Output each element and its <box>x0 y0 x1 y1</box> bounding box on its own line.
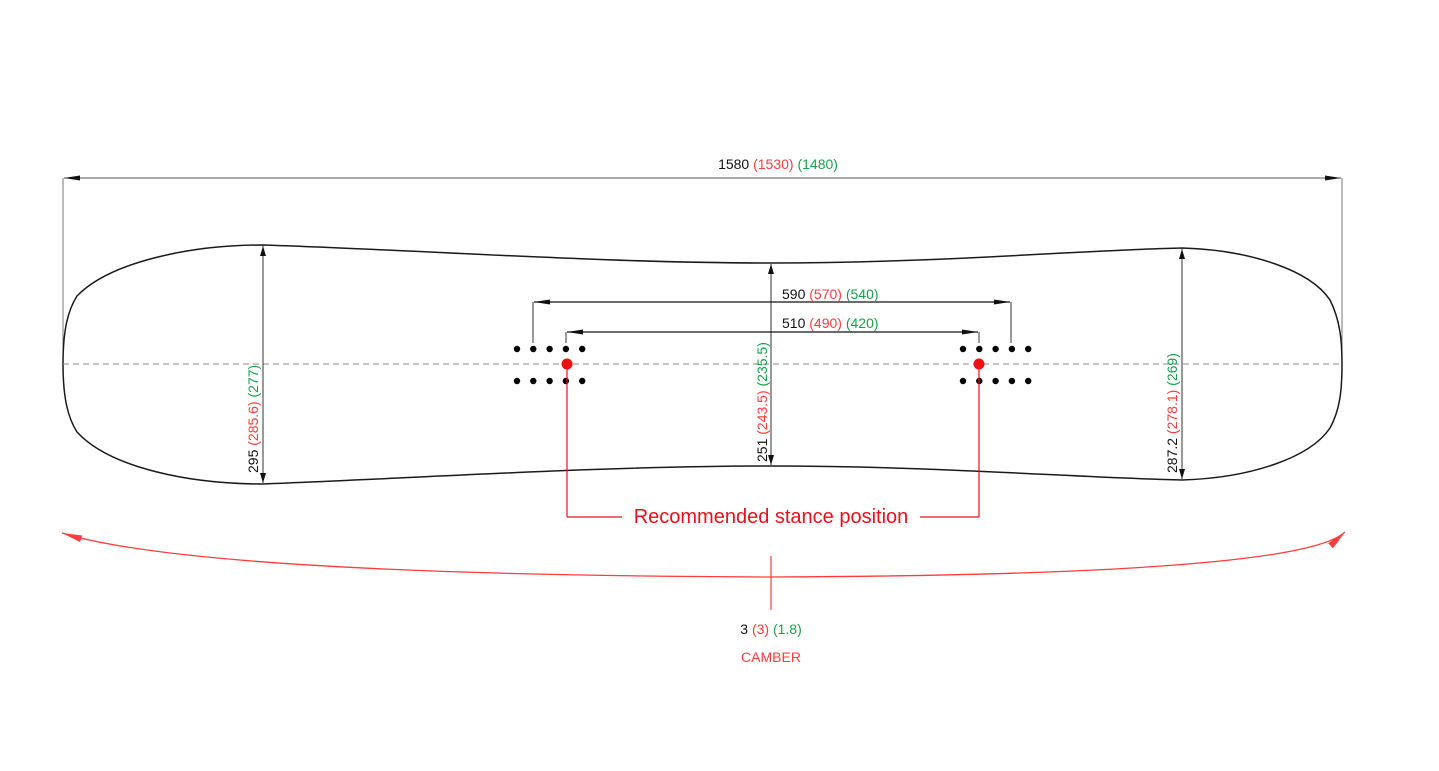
insert-pack-rear <box>959 345 1032 385</box>
stance-inner-secondary: (490) <box>809 315 842 331</box>
insert-hole <box>959 377 967 385</box>
camber-primary: 3 <box>740 621 748 637</box>
insert-hole <box>562 377 570 385</box>
insert-hole <box>1008 377 1016 385</box>
waist-width-dimension: 251 (243.5) (235.5) <box>754 264 774 465</box>
nose-width-dimension: 295 (285.6) (277) <box>245 246 266 483</box>
waist-width-label: 251 (243.5) (235.5) <box>754 342 770 462</box>
insert-hole <box>992 345 999 353</box>
insert-hole <box>530 377 537 385</box>
insert-hole <box>976 345 983 353</box>
stance-inner-primary: 510 <box>782 315 806 331</box>
stance-inner-label: 510 (490) (420) <box>782 315 879 331</box>
insert-hole <box>579 345 586 353</box>
tail-width-dimension: 287.2 (278.1) (269) <box>1164 249 1185 479</box>
stance-inner-tertiary: (420) <box>846 315 879 331</box>
insert-pack-front <box>513 345 586 385</box>
stance-inner-dimension: 510 (490) (420) <box>565 315 980 343</box>
insert-hole <box>546 377 553 385</box>
nose-width-label: 295 (285.6) (277) <box>245 365 261 473</box>
waist-width-tertiary: (235.5) <box>754 342 770 386</box>
nose-width-secondary: (285.6) <box>245 401 261 445</box>
insert-hole <box>562 345 570 353</box>
tail-width-tertiary: (269) <box>1164 353 1180 386</box>
camber-arc <box>61 531 1346 578</box>
insert-hole <box>1008 345 1016 353</box>
camber-label: CAMBER <box>741 649 801 665</box>
insert-hole <box>579 377 586 385</box>
tail-width-primary: 287.2 <box>1164 438 1180 473</box>
overall-length-label: 1580 (1530) (1480) <box>718 156 838 172</box>
nose-width-tertiary: (277) <box>245 365 261 398</box>
overall-length-primary: 1580 <box>718 156 749 172</box>
waist-width-primary: 251 <box>754 438 770 462</box>
board-outline <box>62 244 1343 485</box>
insert-hole <box>513 377 521 385</box>
stance-dot-front <box>561 358 573 370</box>
insert-hole <box>1025 345 1032 353</box>
insert-hole <box>546 345 553 353</box>
stance-outer-secondary: (570) <box>809 286 842 302</box>
camber-indicator: 3 (3) (1.8) CAMBER <box>61 531 1346 665</box>
insert-hole <box>992 377 999 385</box>
insert-hole <box>1025 377 1032 385</box>
stance-dot-rear <box>973 358 985 370</box>
stance-outer-tertiary: (540) <box>846 286 879 302</box>
camber-secondary: (3) <box>752 621 769 637</box>
stance-outer-dimension: 590 (570) (540) <box>532 286 1012 343</box>
insert-hole <box>959 345 967 353</box>
insert-hole <box>530 345 537 353</box>
camber-value-label: 3 (3) (1.8) <box>740 621 802 637</box>
overall-length-secondary: (1530) <box>753 156 793 172</box>
stance-annotation-label: Recommended stance position <box>634 506 909 528</box>
tail-width-label: 287.2 (278.1) (269) <box>1164 353 1180 473</box>
nose-width-primary: 295 <box>245 449 261 473</box>
recommended-stance-annotation: Recommended stance position <box>561 358 985 528</box>
stance-outer-primary: 590 <box>782 286 806 302</box>
camber-tertiary: (1.8) <box>773 621 802 637</box>
waist-width-secondary: (243.5) <box>754 390 770 434</box>
overall-length-tertiary: (1480) <box>797 156 837 172</box>
insert-hole <box>513 345 521 353</box>
tail-width-secondary: (278.1) <box>1164 390 1180 434</box>
overall-length-dimension: 1580 (1530) (1480) <box>62 156 1343 365</box>
stance-outer-label: 590 (570) (540) <box>782 286 879 302</box>
